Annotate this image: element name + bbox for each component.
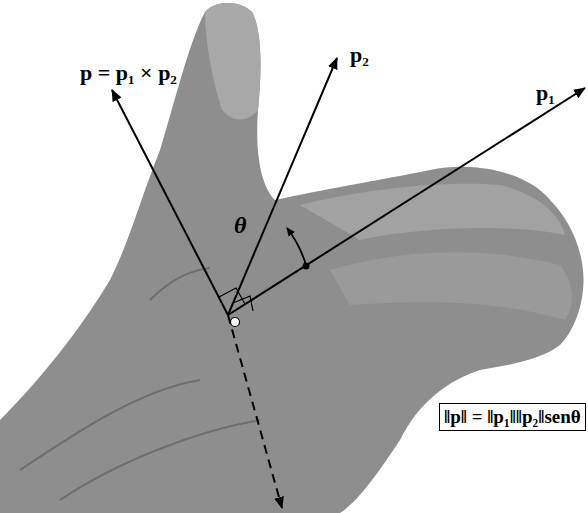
vector-label: p = p₁ × p₂: [80, 60, 177, 86]
formula-box: ‖p‖ = ‖p₁‖‖p₂‖senθ: [439, 403, 586, 431]
formula-text: ‖p‖ = ‖p₁‖‖p₂‖senθ: [444, 406, 581, 427]
vector-p2: [228, 58, 337, 315]
vector-label: p₂: [350, 42, 369, 68]
origin-dot: [231, 318, 240, 327]
right-angle-mark: [233, 296, 253, 311]
thumb: [205, 3, 260, 119]
finger: [300, 184, 565, 240]
vector-p1: [228, 88, 585, 315]
vector-minus-p: [228, 315, 282, 508]
vector-label: θ: [234, 212, 246, 239]
angle-arc: [287, 228, 306, 265]
vector-label: p₁: [536, 80, 555, 106]
angle-dot: [303, 263, 310, 270]
hand-shape: [0, 3, 583, 513]
skin-crease: [20, 268, 260, 500]
right-angle-mark: [219, 288, 245, 304]
finger: [330, 252, 572, 320]
vector-p: [112, 90, 228, 315]
